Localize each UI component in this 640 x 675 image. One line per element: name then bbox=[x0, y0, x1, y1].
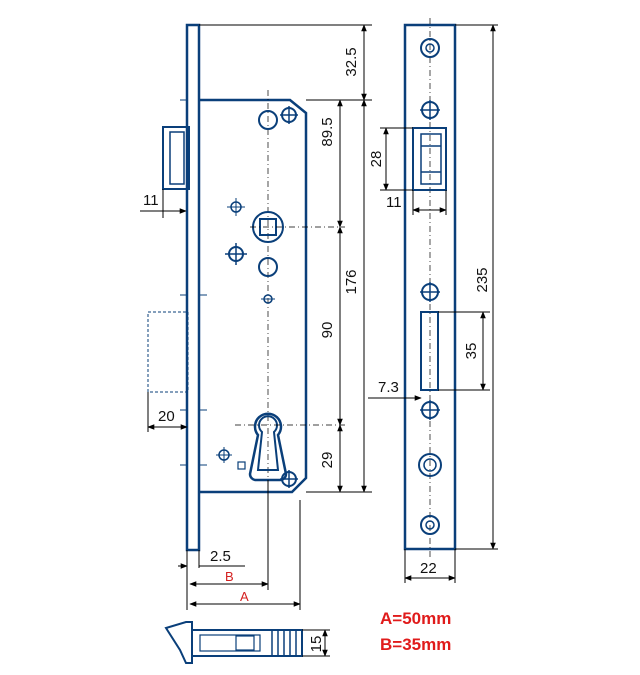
dim-89-5: 89.5 bbox=[319, 117, 336, 146]
dim-176: 176 bbox=[343, 269, 360, 294]
legend-a: A=50mm bbox=[380, 609, 451, 628]
dim-11-left: 11 bbox=[143, 192, 159, 209]
dim-11-right: 11 bbox=[386, 194, 402, 211]
dim-32-5: 32.5 bbox=[343, 47, 360, 76]
top-view-case bbox=[191, 629, 303, 657]
dim-35: 35 bbox=[463, 343, 480, 360]
screw-top bbox=[420, 38, 440, 58]
deadbolt-opening bbox=[420, 311, 439, 391]
dim-15: 15 bbox=[308, 636, 325, 653]
latch-opening bbox=[412, 127, 447, 191]
dead-bolt bbox=[147, 311, 189, 393]
screw-bottom bbox=[420, 515, 440, 535]
top-hole bbox=[258, 110, 278, 130]
side-view bbox=[140, 23, 372, 610]
faceplate-front bbox=[403, 23, 457, 551]
front-view bbox=[368, 18, 498, 583]
dim-90: 90 bbox=[319, 322, 336, 339]
dim-29: 29 bbox=[319, 452, 336, 469]
dim-28: 28 bbox=[368, 151, 385, 168]
top-view bbox=[164, 621, 330, 664]
cylinder-screw bbox=[418, 453, 442, 477]
dim-7-3: 7.3 bbox=[378, 379, 399, 396]
dim-2-5: 2.5 bbox=[210, 548, 231, 565]
lock-case bbox=[199, 98, 308, 494]
faceplate-strip bbox=[185, 23, 201, 552]
cylinder-cutout bbox=[248, 412, 288, 482]
latch-bolt bbox=[162, 126, 190, 190]
dim-22: 22 bbox=[420, 560, 437, 577]
dim-235: 235 bbox=[474, 267, 491, 292]
dim-20: 20 bbox=[158, 408, 175, 425]
dim-B: B bbox=[225, 569, 234, 584]
dim-A: A bbox=[240, 589, 249, 604]
legend-b: B=35mm bbox=[380, 635, 451, 654]
